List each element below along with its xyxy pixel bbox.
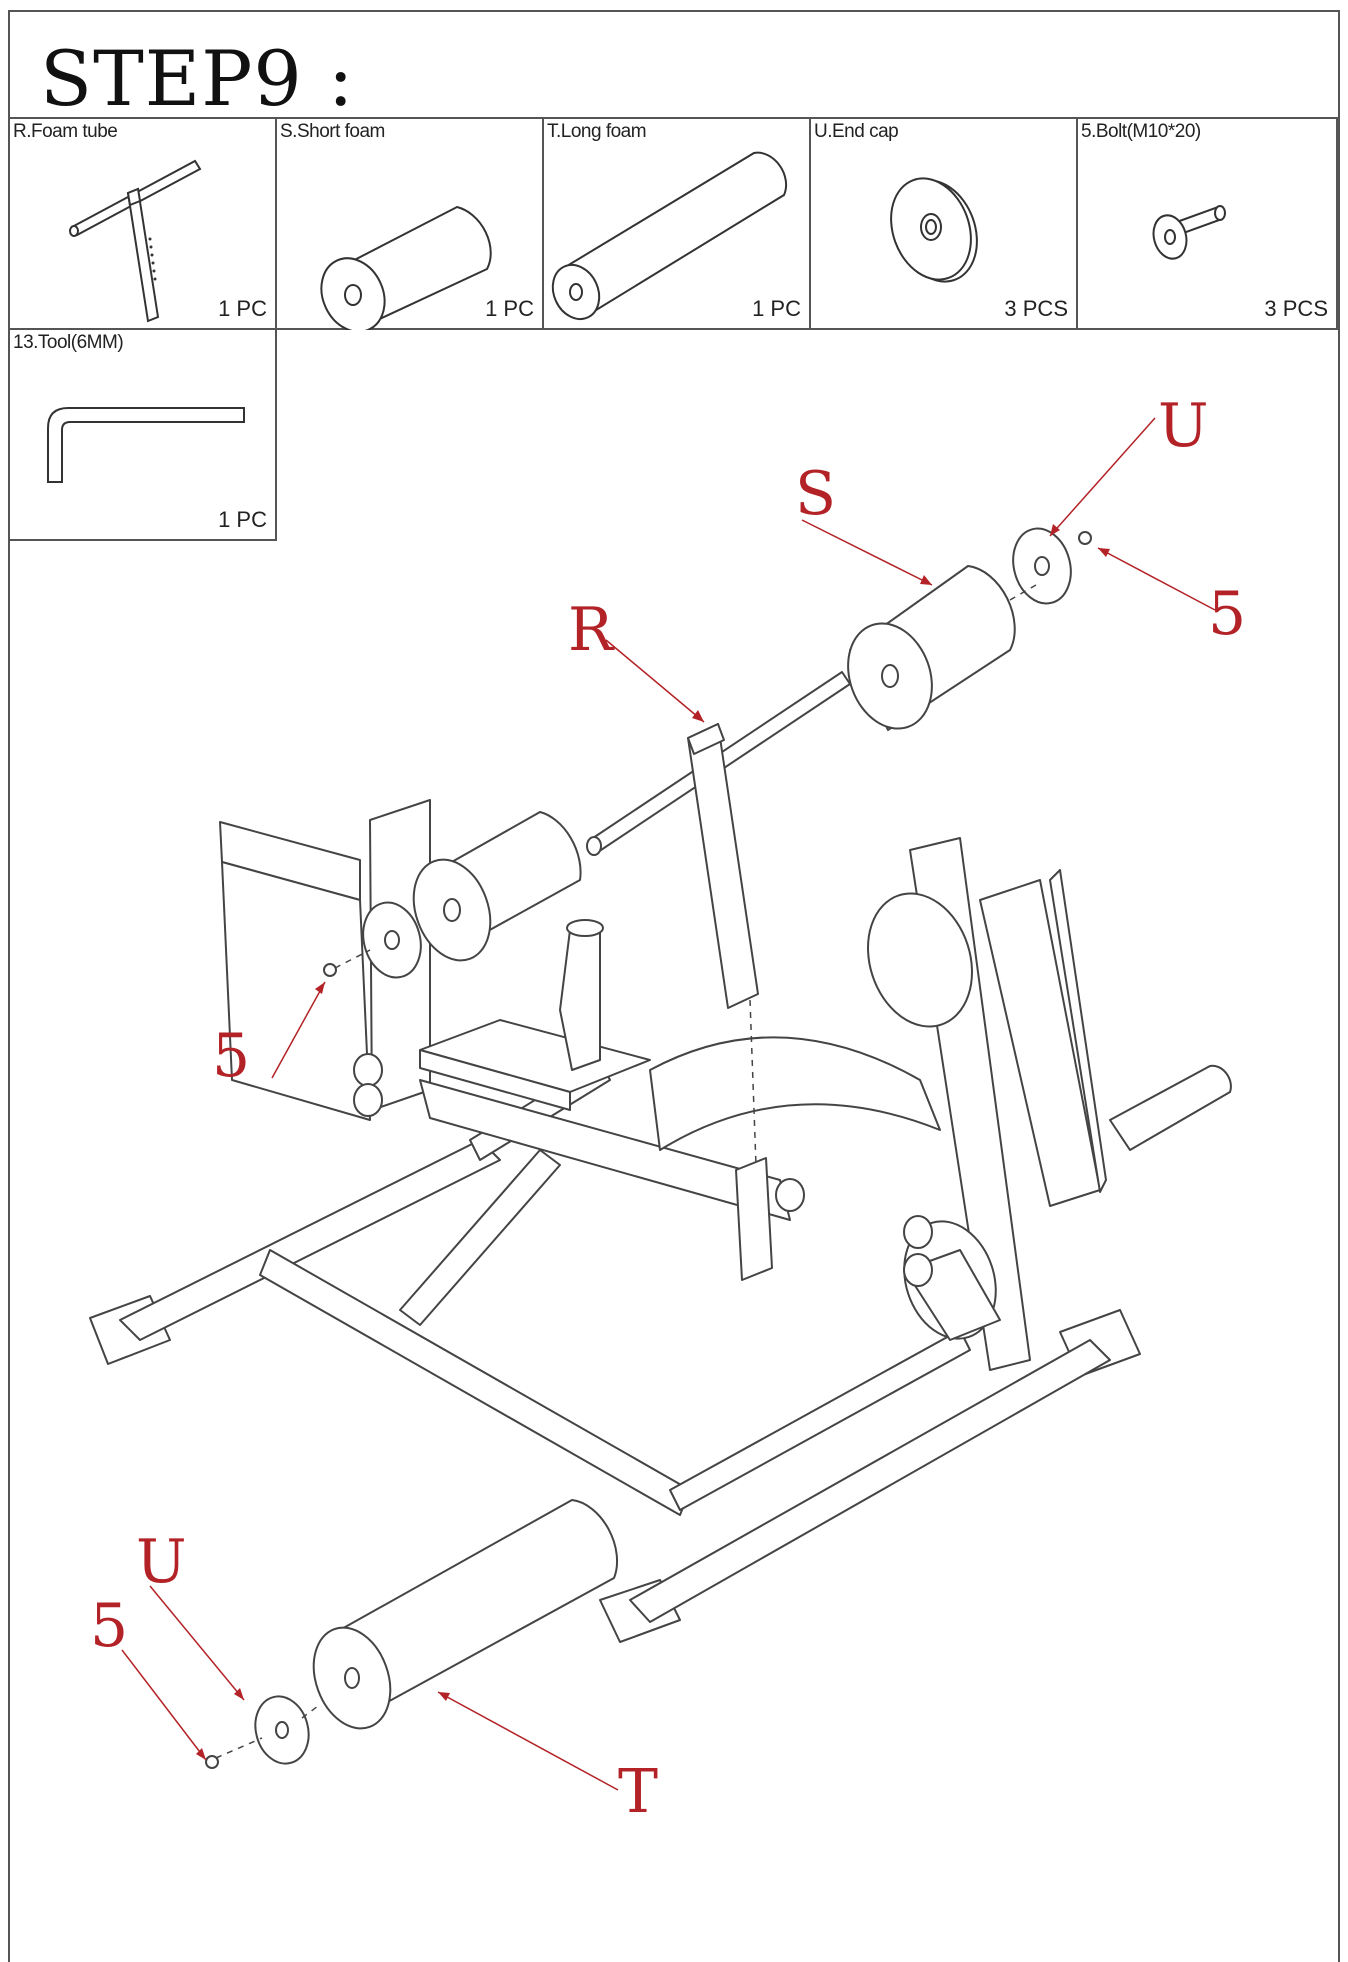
short-foam-icon (320, 205, 492, 330)
part-qty: 1 PC (218, 296, 267, 321)
bolt-icon (1152, 205, 1226, 260)
bolt-top (1078, 531, 1092, 545)
callout-leaders (121, 417, 1216, 1791)
callout-5-left: 5 (212, 1021, 250, 1091)
top-end-cap-u (1012, 527, 1072, 605)
short-foam-s (847, 565, 1016, 731)
callout-s: S (795, 459, 836, 529)
part-qty: 1 PC (752, 296, 801, 321)
parts-table-top-rule (10, 117, 1338, 119)
callout-5-top: 5 (1208, 579, 1246, 649)
instruction-page: STEP9 : R.Foam tube 1 PC S.Short foam (8, 10, 1340, 1962)
part-cell-foam-tube: R.Foam tube 1 PC (10, 119, 277, 330)
end-cap-icon (890, 177, 978, 283)
foam-tube-icon (69, 159, 202, 323)
part-qty: 1 PC (485, 296, 534, 321)
bolt-left (323, 963, 337, 977)
part-cell-hex-key: 13.Tool(6MM) 1 PC (10, 330, 277, 541)
callout-u-top: U (1158, 391, 1209, 461)
long-foam-t (312, 1499, 618, 1730)
part-qty: 3 PCS (1264, 296, 1328, 321)
alignment-lines (215, 584, 1037, 1759)
curved-track (649, 1036, 941, 1151)
callout-arrowheads (196, 524, 1110, 1760)
callout-t: T (618, 1757, 658, 1827)
callout-5-bottom: 5 (90, 1591, 128, 1661)
part-name: 5.Bolt(M10*20) (1081, 121, 1201, 142)
part-cell-bolt: 5.Bolt(M10*20) 3 PCS (1078, 119, 1338, 330)
foam-tube-r (586, 671, 851, 1009)
part-name: R.Foam tube (13, 121, 118, 142)
part-cell-long-foam: T.Long foam 1 PC (544, 119, 811, 330)
bottom-end-cap-u (254, 1695, 310, 1765)
part-name: T.Long foam (547, 121, 647, 142)
long-foam-icon (551, 151, 788, 321)
left-end-cap (362, 901, 422, 979)
hex-key-icon (47, 407, 245, 483)
left-upper-roller (412, 811, 582, 962)
part-cell-short-foam: S.Short foam 1 PC (277, 119, 544, 330)
right-upright (867, 837, 1232, 1371)
callout-r: R (568, 595, 615, 665)
part-cell-end-cap: U.End cap 3 PCS (811, 119, 1078, 330)
part-qty: 1 PC (218, 507, 267, 532)
part-name: S.Short foam (280, 121, 385, 142)
bolt-bottom (205, 1755, 219, 1769)
part-name: 13.Tool(6MM) (13, 332, 124, 353)
part-name: U.End cap (814, 121, 899, 142)
center-post (735, 1157, 805, 1281)
callout-u-bottom: U (136, 1527, 187, 1597)
base-frame (89, 1059, 1141, 1643)
part-qty: 3 PCS (1004, 296, 1068, 321)
step-title: STEP9 : (40, 34, 355, 123)
